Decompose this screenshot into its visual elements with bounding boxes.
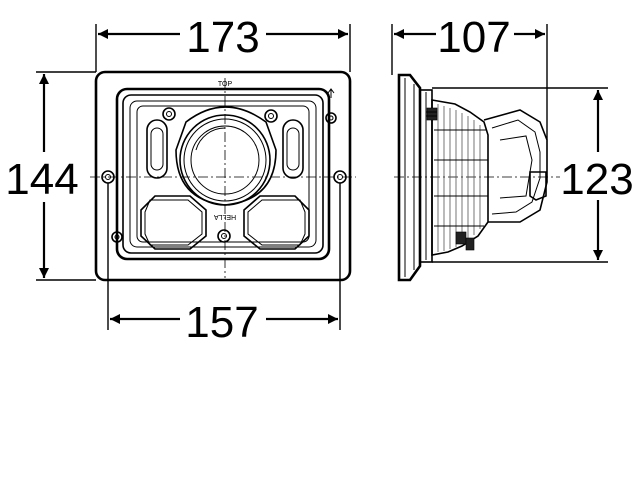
- left-lower-reflector: [140, 195, 207, 250]
- side-bolt-top: [426, 107, 438, 121]
- brand-marking: HELLA: [214, 213, 237, 220]
- side-bezel: [397, 73, 422, 282]
- front-housing-outline: [94, 70, 352, 282]
- adjust-screw-top-right: [325, 112, 337, 124]
- top-marking: TOP: [218, 81, 233, 88]
- right-lower-reflector: [243, 195, 310, 250]
- dim-front-height: 144: [5, 155, 78, 204]
- front-dimensions: 173 144 157: [5, 13, 351, 347]
- side-bolt-bottom: [455, 231, 467, 245]
- front-bezel-inner: [122, 94, 324, 254]
- front-view: TOP HELLA: [90, 70, 356, 282]
- left-position-light: [146, 119, 168, 179]
- side-dimensions: 107 123: [391, 13, 634, 263]
- side-rear-electronics: [483, 109, 548, 223]
- projector-lens: [175, 106, 277, 206]
- dim-side-depth: 107: [437, 13, 510, 62]
- side-view: [394, 73, 560, 282]
- dim-mount-spacing: 157: [185, 298, 258, 347]
- dim-side-height: 123: [560, 155, 633, 204]
- side-connector: [529, 171, 547, 201]
- heat-sink-fins: [434, 104, 488, 252]
- front-lens-frame: [129, 100, 317, 248]
- screw-top-left: [162, 107, 176, 121]
- screw-bottom-center: [217, 229, 231, 243]
- screw-top-right: [264, 109, 278, 123]
- top-arrow-icon: [327, 88, 335, 98]
- front-bezel-outer: [115, 87, 331, 261]
- right-position-light: [282, 119, 304, 179]
- adjust-screw-bottom-left: [111, 231, 123, 243]
- dim-front-width: 173: [186, 13, 259, 62]
